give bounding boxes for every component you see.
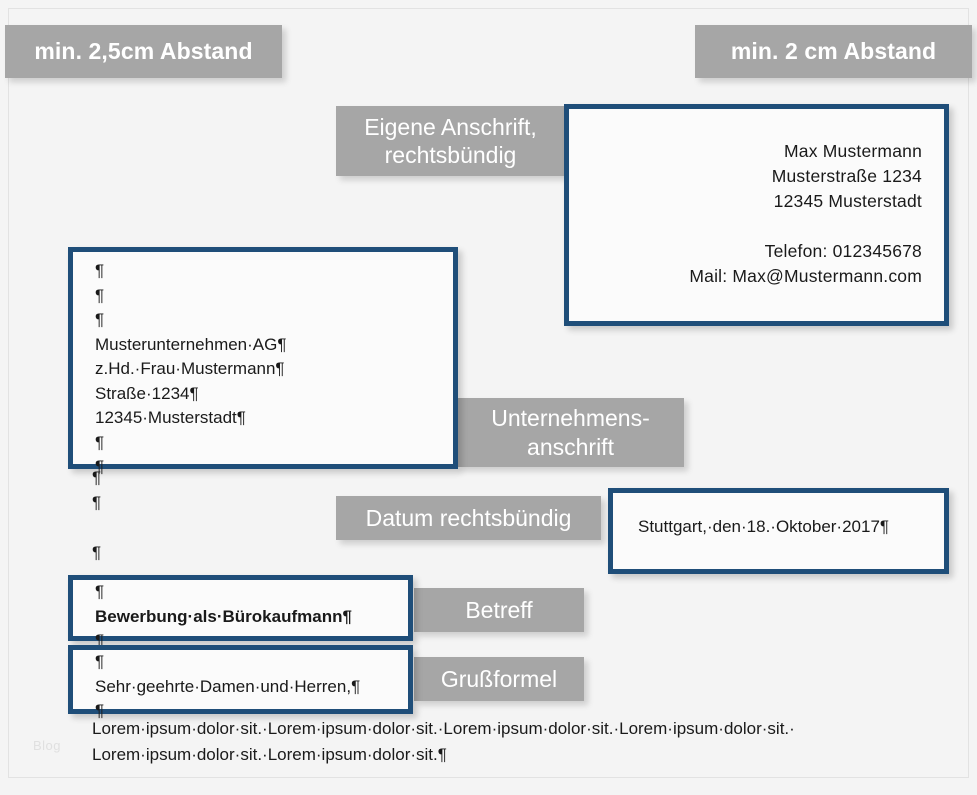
- sender-address-box: Max Mustermann Musterstraße 1234 12345 M…: [564, 104, 949, 326]
- callout-own-address: Eigene Anschrift, rechtsbündig: [336, 106, 565, 176]
- paragraph-marks-gap: ¶: [92, 543, 102, 562]
- callout-subject: Betreff: [414, 588, 584, 632]
- sender-address-text: Max Mustermann Musterstraße 1234 12345 M…: [689, 141, 922, 286]
- callout-company-address: Unternehmens- anschrift: [457, 398, 684, 467]
- subject-text-group: ¶ Bewerbung·als·Bürokaufmann¶ ¶: [95, 580, 352, 654]
- subject-pilcrow-before: ¶: [95, 582, 105, 601]
- company-address-box: ¶ ¶ ¶ Musterunternehmen·AG¶ z.Hd.·Frau·M…: [68, 247, 458, 476]
- date-text: Stuttgart,·den·18.·Oktober·2017¶: [638, 517, 890, 536]
- subject-pilcrow-after: ¶: [95, 631, 105, 650]
- greeting-pilcrow-after: ¶: [95, 701, 105, 720]
- company-address-text: ¶ ¶ ¶ Musterunternehmen·AG¶ z.Hd.·Frau·M…: [95, 261, 287, 476]
- date-box: Stuttgart,·den·18.·Oktober·2017¶: [608, 488, 949, 574]
- callout-left-margin: min. 2,5cm Abstand: [5, 25, 282, 78]
- paragraph-marks-middle: ¶ ¶: [92, 468, 102, 512]
- watermark-text: Blog: [33, 738, 62, 753]
- callout-date: Datum rechtsbündig: [336, 496, 601, 540]
- callout-salutation: Grußformel: [414, 657, 584, 701]
- callout-right-margin: min. 2 cm Abstand: [695, 25, 972, 78]
- subject-box: ¶ Bewerbung·als·Bürokaufmann¶ ¶: [68, 575, 413, 650]
- greeting-pilcrow-before: ¶: [95, 652, 105, 671]
- greeting-box: ¶ Sehr·geehrte·Damen·und·Herren,¶ ¶: [68, 645, 413, 720]
- subject-line: Bewerbung·als·Bürokaufmann¶: [95, 606, 352, 626]
- greeting-text-group: ¶ Sehr·geehrte·Damen·und·Herren,¶ ¶: [95, 650, 360, 724]
- greeting-line: Sehr·geehrte·Damen·und·Herren,¶: [95, 676, 361, 696]
- body-text: Lorem·ipsum·dolor·sit.·Lorem·ipsum·dolor…: [92, 719, 795, 764]
